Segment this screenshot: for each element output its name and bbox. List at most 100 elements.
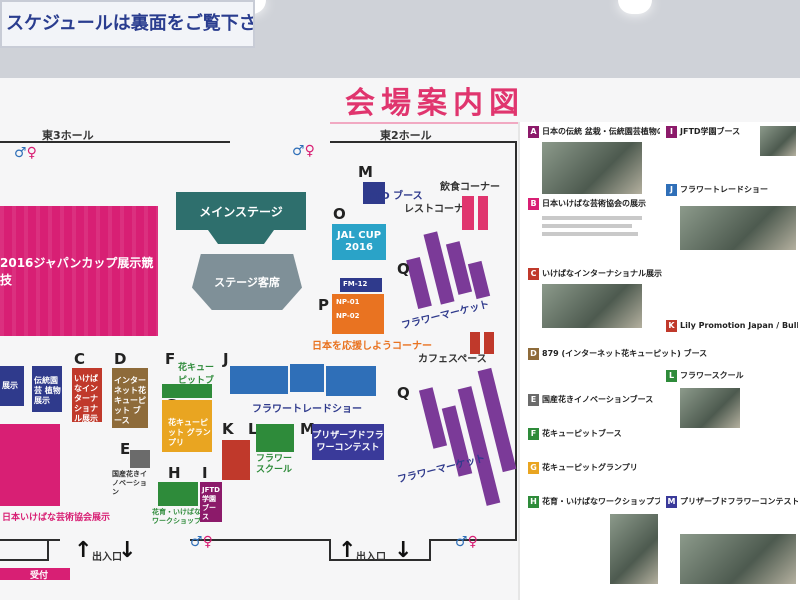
jftd-booth-label: JFTD ブース xyxy=(364,191,423,202)
booth-letter-I: I xyxy=(202,464,208,482)
booth-letter-J: J xyxy=(223,350,229,368)
booth-letter-D: D xyxy=(114,350,127,368)
ikebana-assoc-area xyxy=(0,424,60,506)
internet-cupid-booth xyxy=(112,368,148,428)
legend-text-line xyxy=(542,224,632,228)
fm-block xyxy=(340,278,382,292)
legend-letter: C xyxy=(528,268,539,280)
trad-bonsai-label: 伝統園芸 植物展示 xyxy=(34,376,61,405)
cupid-grandprix-label: 花キューピット グランプリ xyxy=(168,418,211,447)
exit-arrow-down: ↓ xyxy=(394,538,413,563)
restroom-icon: ♂♀ xyxy=(14,145,37,161)
workshop-label: 花育・いけばなワークショップ xyxy=(152,508,201,525)
legend-item: JFTD学園ブース xyxy=(680,127,741,136)
photo xyxy=(542,142,642,194)
cupid-booth-block xyxy=(162,384,212,398)
schedule-banner: スケジュールは裏面をご覧下さい xyxy=(0,0,255,48)
np-block xyxy=(332,294,384,334)
legend-letter: E xyxy=(528,394,539,406)
legend-letter: B xyxy=(528,198,539,210)
trade-show-label: フラワートレードショー xyxy=(252,404,362,415)
restroom-icon: ♂♀ xyxy=(190,534,213,550)
stage-seats: ステージ客席 xyxy=(192,254,302,310)
booth-letter-P: P xyxy=(318,296,329,314)
trad-bonsai-booth xyxy=(32,366,62,412)
legend-item: 日本の伝統 盆栽・伝統園芸植物の展示 xyxy=(542,127,660,136)
booth-letter-C: C xyxy=(74,350,86,368)
booth-letter-Q: Q xyxy=(397,260,410,278)
event-space-booth xyxy=(130,450,150,468)
cafe-block xyxy=(470,332,480,354)
legend-letter: G xyxy=(528,462,539,474)
hall-outline xyxy=(0,141,517,561)
exit-label: 出入口 xyxy=(356,552,386,563)
legend-letter: I xyxy=(666,126,677,138)
jal-cup-area: JAL CUP 2016 xyxy=(332,224,386,260)
legend-letter: K xyxy=(666,320,677,332)
restroom-icon: ♂♀ xyxy=(455,534,478,550)
legend-letter: H xyxy=(528,496,539,508)
photo xyxy=(680,534,796,584)
np-code: NP-02 xyxy=(336,312,360,320)
photo xyxy=(680,388,740,428)
reception-label: 受付 xyxy=(30,571,49,581)
legend-item: Lily Promotion Japan / Bulb Japanブース xyxy=(680,321,798,330)
main-stage: メインステージ xyxy=(176,192,306,230)
legend-item: 花キューピットブース xyxy=(542,429,622,438)
internet-cupid-label: インターネット花キューピット ブース xyxy=(114,376,146,425)
cafe-label: カフェスペース xyxy=(418,354,487,365)
legend-letter: J xyxy=(666,184,677,196)
legend-item: プリザーブドフラワーコンテスト xyxy=(680,497,798,506)
main-stage-apron xyxy=(208,230,274,244)
cafe-block xyxy=(484,332,494,354)
legend-letter: F xyxy=(528,428,539,440)
exit-label: 出入口 xyxy=(92,552,122,563)
restaurant-block xyxy=(478,196,488,230)
ikebana-intl-booth xyxy=(72,368,102,422)
legend-item: 花キューピットグランプリ xyxy=(542,463,638,472)
legend-panel: A 日本の伝統 盆栽・伝統園芸植物の展示 B 日本いけばな芸術協会の展示 C い… xyxy=(518,122,800,600)
legend-item: フラワースクール xyxy=(680,371,744,380)
booth-letter-H: H xyxy=(168,464,181,482)
legend-text-line xyxy=(542,232,638,236)
event-space-label: 国産花きイノベーション xyxy=(112,470,147,496)
legend-letter: L xyxy=(666,370,677,382)
page-title: 会場案内図 xyxy=(345,86,525,121)
east-exhibit-label: 展示 xyxy=(2,381,18,390)
legend-item: 879 (インターネット花キューピット) ブース xyxy=(542,349,708,358)
fm-code: FM-12 xyxy=(343,280,368,288)
legend-letter: A xyxy=(528,126,539,138)
restaurant-label: 飲食コーナー xyxy=(440,182,500,193)
legend-item: いけばなインターナショナル展示 xyxy=(542,269,662,278)
photo xyxy=(760,126,796,156)
booth-letter-L: L xyxy=(248,420,258,438)
jftd-school-booth xyxy=(200,482,222,522)
jftd-booth xyxy=(363,182,385,204)
booth-letter-E: E xyxy=(120,440,131,458)
flower-school-block xyxy=(256,424,294,452)
restroom-icon: ♂♀ xyxy=(292,143,315,159)
legend-letter: M xyxy=(666,496,677,508)
exit-arrow-up: ↑ xyxy=(338,538,357,563)
workshop-block xyxy=(158,482,198,506)
trade-show-block xyxy=(230,366,288,394)
hall-label-east3: 東3ホール xyxy=(42,129,94,142)
hall-label-east2: 東2ホール xyxy=(380,129,432,142)
legend-item: 日本いけばな芸術協会の展示 xyxy=(542,199,646,208)
ouen-corner-label: 日本を応援しようコーナー xyxy=(312,341,432,352)
ceiling-lamp xyxy=(618,0,652,14)
restaurant-block xyxy=(462,196,474,230)
booth-letter-O: O xyxy=(333,205,346,223)
exit-arrow-up: ↑ xyxy=(74,538,93,563)
booth-letter-F: F xyxy=(165,350,176,368)
legend-item: 花育・いけばなワークショップブース xyxy=(542,497,660,506)
title-underline xyxy=(330,122,540,124)
jftd-school-label: JFTD学園ブース xyxy=(202,486,220,521)
legend-item: 国産花きイノベーションブース xyxy=(542,395,654,404)
ikebana-intl-label: いけばなインターナショナル展示 xyxy=(74,374,98,423)
preserved-contest: プリザーブドフラワーコンテスト xyxy=(312,424,384,460)
ikebana-assoc-label: 日本いけばな芸術協会展示 xyxy=(2,513,111,523)
booth-letter-Q: Q xyxy=(397,384,410,402)
trade-show-block xyxy=(290,364,324,392)
reception-bar xyxy=(0,568,70,580)
